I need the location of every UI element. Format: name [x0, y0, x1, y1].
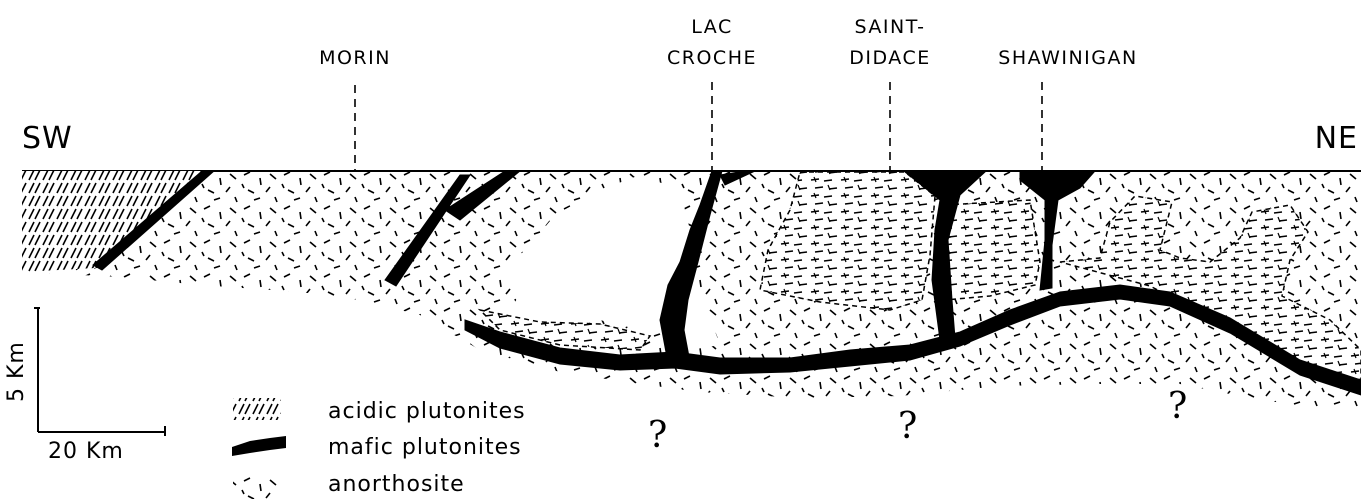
locality-label-morin: MORIN	[319, 47, 391, 69]
locality-label-saint-didace: DIDACE	[849, 47, 930, 69]
unknown-marker: ?	[1168, 386, 1187, 427]
legend: acidic plutonites mafic plutonites anort…	[232, 398, 526, 499]
locality-label-lac-croche: LAC	[691, 16, 732, 38]
scale-bar-horizontal-label: 20 Km	[48, 439, 124, 464]
direction-label-sw: SW	[22, 121, 73, 156]
locality-label-saint-didace: SAINT-	[855, 16, 926, 38]
direction-label-ne: NE	[1315, 121, 1358, 156]
legend-label-anorthosite: anorthosite	[328, 472, 465, 497]
unknown-marker: ?	[898, 406, 917, 447]
legend-swatch-anorthosite	[233, 477, 281, 499]
legend-swatch-acidic	[233, 398, 281, 420]
locality-label-shawinigan: SHAWINIGAN	[998, 47, 1137, 69]
legend-label-acidic: acidic plutonites	[328, 399, 526, 424]
scale-bar-vertical-label: 5 Km	[4, 341, 29, 402]
locality-leader-lines	[355, 82, 1042, 171]
legend-swatch-mafic	[232, 436, 286, 456]
scale-bar	[34, 308, 165, 436]
unknown-marker: ?	[648, 415, 667, 456]
locality-label-lac-croche: CROCHE	[667, 47, 757, 69]
legend-label-mafic: mafic plutonites	[328, 435, 522, 460]
